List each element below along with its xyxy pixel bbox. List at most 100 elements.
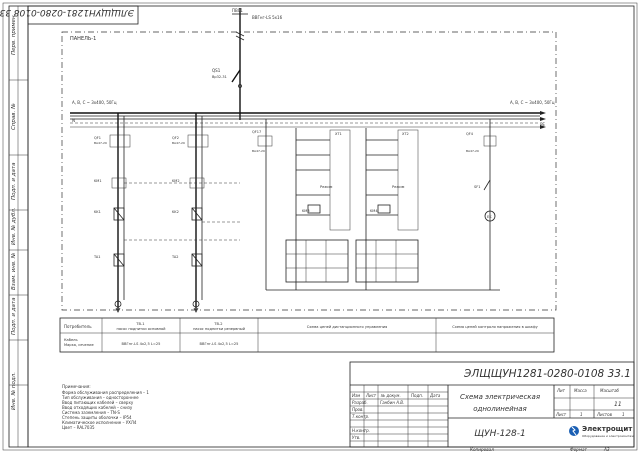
format-value: А3 <box>603 447 610 452</box>
col-mass: Масса <box>574 388 587 393</box>
consumer-cell: ТВ-1 насос подпитки основной <box>116 322 166 331</box>
notes-title: Примечания: <box>62 384 91 389</box>
pe-label: PE <box>540 122 545 127</box>
side-label: Подп. и дата <box>11 297 17 335</box>
consumer-1a: ТВ-1 <box>135 322 144 326</box>
role: Пров. <box>352 407 364 412</box>
switch-label: QS1 <box>212 68 221 73</box>
control-block-1: Режим KM3 XT1 <box>285 128 351 290</box>
role: Т.контр. <box>352 414 369 419</box>
cable-cell: ВВГнг-LS 4х2,5 L=25 <box>200 342 239 346</box>
mode-label: Режим <box>320 185 333 189</box>
role: Утв. <box>352 435 360 440</box>
fuse-label: TA2 <box>171 255 179 259</box>
row-label-cable-1: Кабель <box>64 338 78 342</box>
sheets-val: 1 <box>622 412 625 417</box>
role: Н.контр. <box>352 428 370 433</box>
relay-label: KM4 <box>370 209 378 213</box>
bus-left-label: А, В, С ~ 3х400, 50Гц <box>72 100 117 105</box>
panel-boundary <box>61 31 557 311</box>
title-line-1: Схема электрическая <box>460 393 540 401</box>
terminal-label: XT1 <box>335 132 342 136</box>
relay-label: KK1 <box>94 210 101 214</box>
feeder-column-1: QF1 ВА47-29 KM1 KK1 TA1 <box>93 113 131 313</box>
side-label: Подп. и дата <box>11 162 17 200</box>
col-sheets: Листов <box>596 412 613 417</box>
top-code-box: ЭЛЩЩУН1281-0280-0108 33.1 <box>0 5 139 25</box>
consumer-2a: ТВ-2 <box>213 322 222 326</box>
relay-label: KM3 <box>302 209 310 213</box>
cable-cell: ВВГнг-LS 4х2,5 L=25 <box>122 342 161 346</box>
role: Разраб. <box>352 400 368 405</box>
side-label: Инв. № подл. <box>11 372 17 410</box>
company-sub: Оборудование и электромонтаж <box>582 434 634 438</box>
terminal-label: XT2 <box>402 132 409 136</box>
row-label: Потребитель <box>64 324 92 329</box>
consumer-table: Потребитель Кабель Марка, сечение ТВ-1 н… <box>59 317 555 353</box>
copied-label: Копировал <box>470 447 494 452</box>
rev-header: № докум. <box>380 393 401 398</box>
title-block: ЭЛЩЩУН1281-0280-0108 33.1 Изм Лист № док… <box>349 361 635 448</box>
title-line-2: однолинейная <box>473 405 527 413</box>
panel-label: ПАНЕЛЬ-1 <box>70 36 96 42</box>
developer: Ганбин А.В. <box>380 400 404 405</box>
n-label: N <box>72 118 75 123</box>
contactor-label: KM2 <box>172 179 180 183</box>
note-line: Климатическое исполнение – УХЛ4 <box>62 420 137 425</box>
mode-label: Режим <box>392 185 405 189</box>
row-label-cable-2: Марка, сечение <box>64 343 94 347</box>
note-line: Тип обслуживания – одностороннее <box>61 395 139 400</box>
consumer-cell: ТВ-2 насос подпитки резервный <box>193 322 246 331</box>
note-line: Ввод отходящих кабелей – снизу <box>62 405 133 410</box>
note-line: Цвет – RAL7035 <box>62 425 95 430</box>
breaker-label: QF1 <box>94 136 101 140</box>
right-block: QF4 ВА47-29 SF1 EK <box>466 119 497 290</box>
incoming-supply: ПВ01 ВВГнг-LS 5х16 QS1 Вр32-31 <box>212 8 283 120</box>
fuse-label: TA1 <box>93 255 101 259</box>
rev-header: Дата <box>429 393 441 398</box>
sheet-code-top: ЭЛЩЩУН1281-0280-0108 33.1 <box>0 7 135 17</box>
feeder-column-2: QF2 ВА47-29 KM2 KK2 TA2 <box>171 113 209 313</box>
breaker-label: QF2 <box>172 136 179 140</box>
breaker-spec: ВА47-29 <box>94 141 107 145</box>
ctrl-breaker: QF17 <box>252 130 261 134</box>
sheet-num: 11 <box>614 401 622 408</box>
relay-label: KK2 <box>172 210 179 214</box>
consumer-cell: Схема цепей контроля напряжения в шкафу <box>452 325 538 329</box>
right-switch: SF1 <box>474 185 480 189</box>
rev-header: Подп. <box>411 393 423 398</box>
note-line: Степень защиты оболочки – IP54 <box>62 415 132 420</box>
consumer-cell: Схема цепей дистанционного управления <box>307 325 388 329</box>
notes: Примечания: Форма обслуживания распредел… <box>61 384 149 430</box>
side-label: Инв. № дубл. <box>11 207 17 245</box>
control-block-2: Режим KM4 XT2 <box>355 128 419 290</box>
note-line: Система заземления – TN-S <box>62 410 120 415</box>
control-supply: QF17 ВА47-29 <box>252 119 500 291</box>
row-label-cable: Кабель Марка, сечение <box>64 338 94 347</box>
busbars: А, В, С ~ 3х400, 50Гц А, В, С ~ 3х400, 5… <box>70 100 555 129</box>
heater-label: EK <box>487 215 492 219</box>
rev-header: Лист <box>365 393 377 398</box>
binding-strip: Перв. примен. Справ. № Подп. и дата Инв.… <box>8 5 29 448</box>
input-cable: ВВГнг-LS 5х16 <box>252 15 283 20</box>
breaker-spec: ВА47-29 <box>172 141 185 145</box>
bus-right-label: А, В, С ~ 3х400, 50Гц <box>510 100 555 105</box>
note-line: Форма обслуживания распределения – 1 <box>62 390 149 395</box>
contactor-label: KM1 <box>94 179 102 183</box>
format-label: Формат <box>570 447 588 452</box>
consumer-1b: насос подпитки основной <box>116 327 166 331</box>
consumer-2b: насос подпитки резервный <box>193 327 246 331</box>
company-name: Электрощит <box>582 425 633 433</box>
right-breaker: QF4 <box>466 132 474 136</box>
rev-header: Изм <box>352 393 360 398</box>
right-breaker-spec: ВА47-29 <box>466 149 479 153</box>
col-lit: Лит <box>556 388 566 393</box>
inner-frame <box>27 5 635 448</box>
col-sheet: Лист <box>555 412 567 417</box>
input-label: ПВ01 <box>232 8 243 13</box>
switch-spec: Вр32-31 <box>212 75 227 79</box>
side-label: Справ. № <box>11 103 17 130</box>
sheet-val: 1 <box>580 412 583 417</box>
